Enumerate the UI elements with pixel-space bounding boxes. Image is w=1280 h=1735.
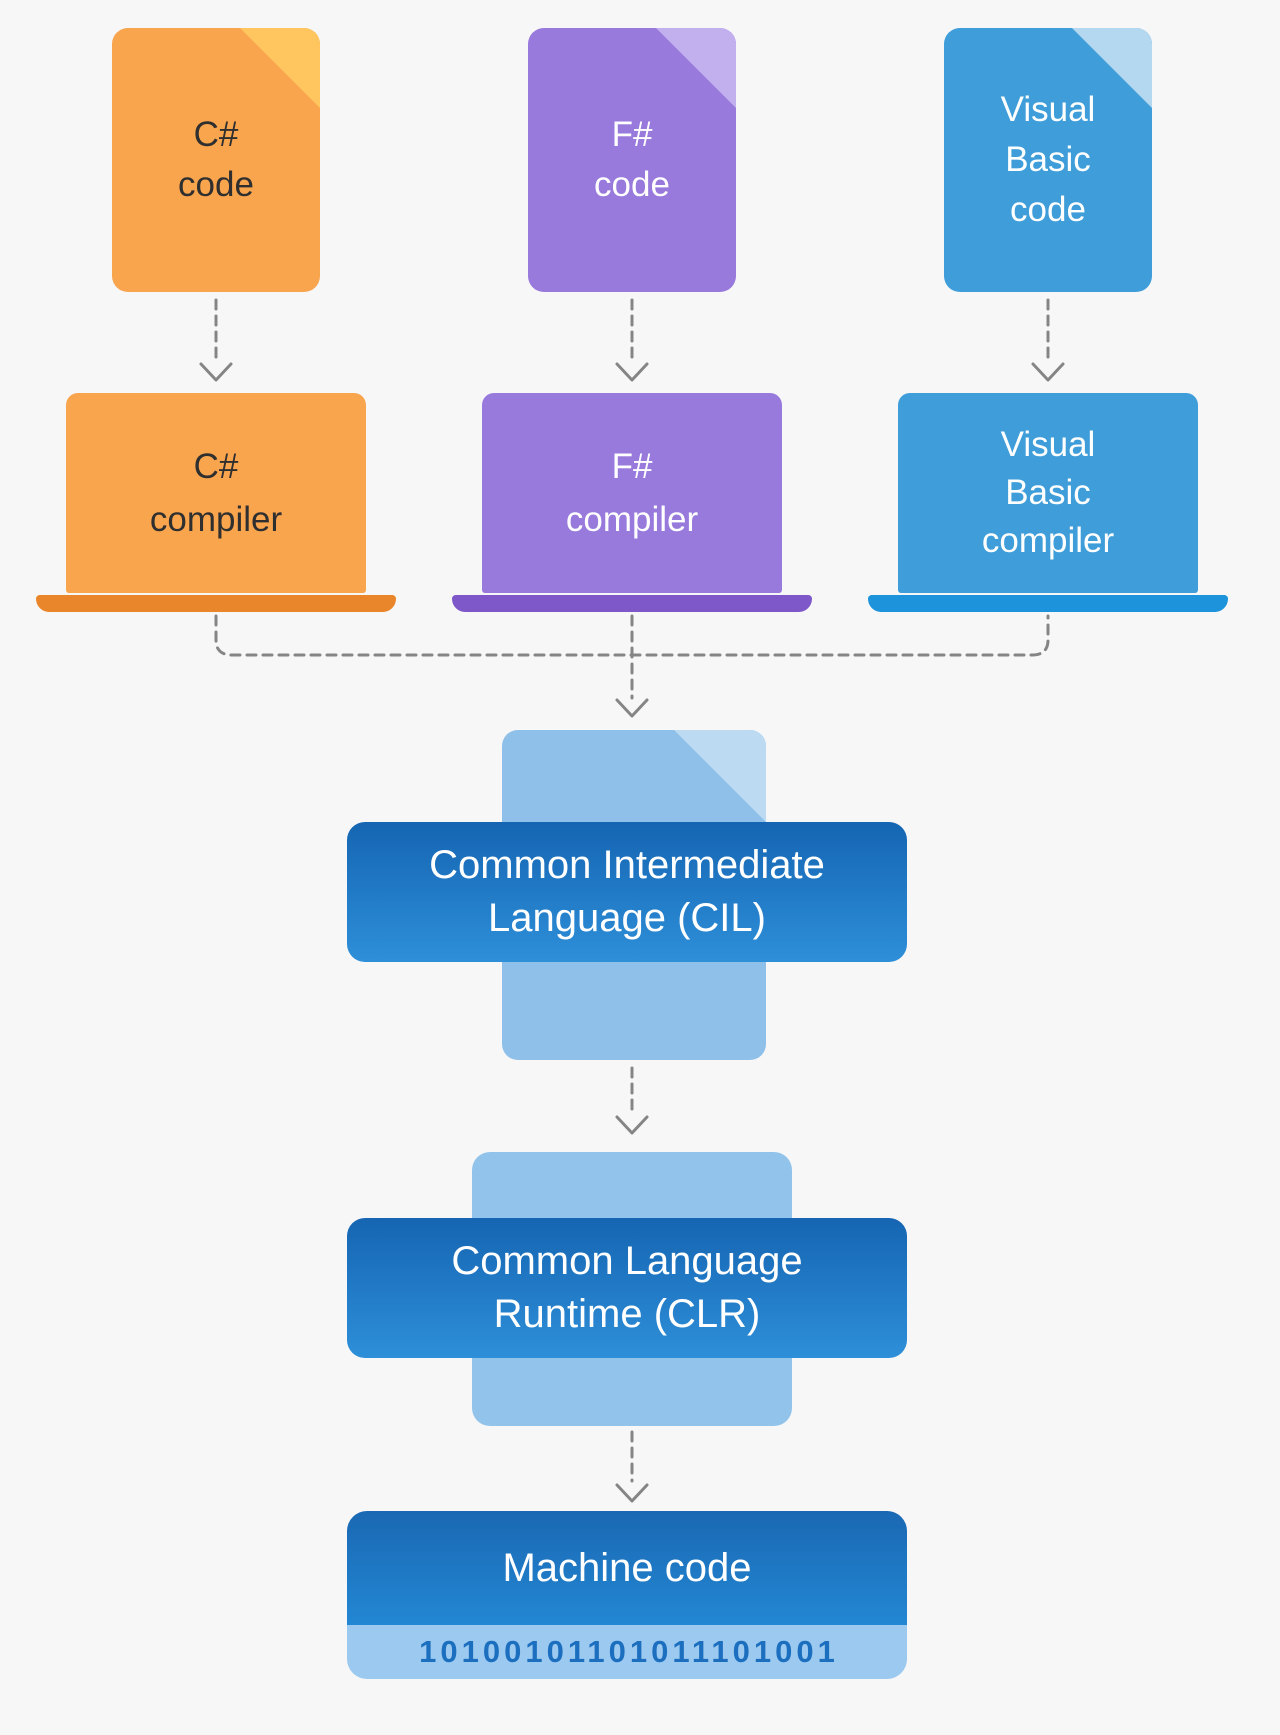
label-line: Basic [1005, 140, 1091, 179]
fsharp-code-label: F# code [594, 110, 670, 210]
csharp-compiler-label: C# compiler [150, 440, 282, 546]
machine-code-label: Machine code [347, 1511, 907, 1625]
label-line: Common Intermediate [429, 843, 825, 887]
label-line: C# [193, 447, 239, 486]
visual-basic-code-file: Visual Basic code [944, 28, 1152, 292]
fsharp-code-file: F# code [528, 28, 736, 292]
label-line: code [594, 165, 670, 204]
laptop-base-icon [452, 595, 812, 612]
label-line: compiler [981, 521, 1115, 560]
machine-code-binary: 10100101101011101001 [347, 1625, 907, 1679]
laptop-base-icon [868, 595, 1228, 612]
label-line: code [178, 165, 254, 204]
label-line: Runtime (CLR) [493, 1292, 761, 1336]
arrowhead-icon [1031, 362, 1065, 382]
arrowhead-icon [199, 362, 233, 382]
machine-code-node: Machine code 10100101101011101001 [347, 1511, 907, 1679]
csharp-code-file: C# code [112, 28, 320, 292]
arrowhead-icon [615, 698, 649, 718]
label-line: compiler [565, 500, 699, 539]
laptop-base-icon [36, 595, 396, 612]
csharp-code-label: C# code [178, 110, 254, 210]
label-line: C# [193, 115, 239, 154]
visual-basic-code-label: Visual Basic code [1001, 85, 1096, 235]
label-line: Basic [1005, 473, 1091, 512]
arrowhead-icon [615, 1483, 649, 1503]
label-line: Common Language [451, 1239, 803, 1283]
label-line: compiler [149, 500, 283, 539]
label-line: Visual [1000, 425, 1096, 464]
label-line: F# [611, 115, 653, 154]
folded-corner-icon [656, 28, 736, 108]
label-line: Language (CIL) [488, 896, 766, 940]
arrowhead-icon [615, 362, 649, 382]
fsharp-compiler-node: F# compiler [482, 393, 782, 593]
label-line: F# [611, 447, 653, 486]
folded-corner-icon [674, 730, 766, 822]
label-line: code [1010, 190, 1086, 229]
folded-corner-icon [240, 28, 320, 108]
visual-basic-compiler-label: Visual Basic compiler [982, 421, 1114, 565]
csharp-compiler-node: C# compiler [66, 393, 366, 593]
label-line: Visual [1000, 90, 1096, 129]
clr-banner: Common Language Runtime (CLR) [347, 1218, 907, 1358]
visual-basic-compiler-node: Visual Basic compiler [898, 393, 1198, 593]
arrowhead-icon [615, 1115, 649, 1135]
fsharp-compiler-label: F# compiler [566, 440, 698, 546]
cil-banner: Common Intermediate Language (CIL) [347, 822, 907, 962]
